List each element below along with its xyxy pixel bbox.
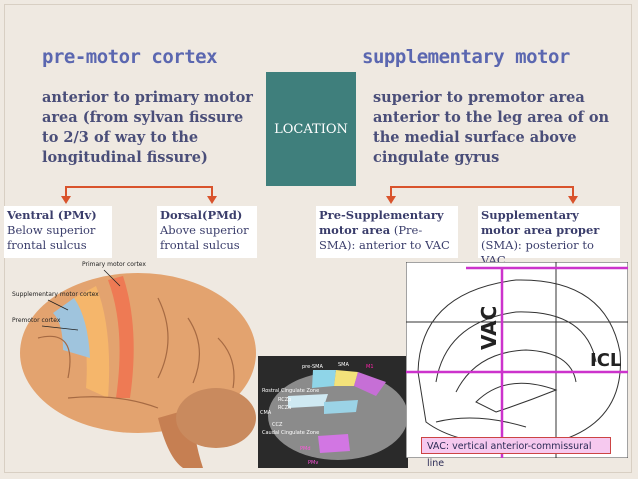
box-pre-sma: Pre-Supplementary motor area (Pre-SMA): … bbox=[316, 206, 458, 258]
mri-gyrus-3 bbox=[435, 417, 527, 428]
medial-label-sma: SMA bbox=[338, 362, 349, 368]
medial-label-rczp: RCZp bbox=[278, 397, 291, 403]
medial-label-m1: M1 bbox=[366, 364, 374, 370]
supplementary-description: superior to premotor area anterior to th… bbox=[373, 89, 610, 166]
arrow-sma bbox=[568, 196, 578, 204]
location-text: LOCATION bbox=[274, 121, 348, 137]
right-branch-line bbox=[390, 186, 574, 198]
box-ventral: Ventral (PMv) Below superior frontal sul… bbox=[4, 206, 112, 258]
left-branch-line bbox=[65, 186, 213, 198]
box-sma: Supplementary motor area proper (SMA): p… bbox=[478, 206, 620, 267]
heading-supplementary: supplementary motor bbox=[362, 46, 570, 68]
arrow-ventral bbox=[61, 196, 71, 204]
location-label: LOCATION bbox=[266, 72, 356, 186]
mri-label-vac: VAC bbox=[477, 306, 501, 350]
region-pmd bbox=[318, 434, 350, 453]
box-ventral-text: Below superior frontal sulcus bbox=[7, 223, 96, 252]
medial-label-ccz: CCZ bbox=[272, 422, 283, 428]
mri-label-icl: ICL bbox=[590, 350, 621, 371]
medial-label-pmd: PMd bbox=[300, 446, 311, 452]
mri-diagram: VAC ICL bbox=[406, 262, 628, 458]
box-pre-sma-title: Pre-Supplementary motor area bbox=[319, 208, 444, 237]
heading-premotor: pre-motor cortex bbox=[42, 46, 218, 68]
box-pre-sma-text: (Pre-SMA): anterior to VAC bbox=[319, 223, 450, 252]
arrow-dorsal bbox=[207, 196, 217, 204]
primary-motor-strip bbox=[108, 276, 134, 398]
supplementary-region bbox=[53, 298, 90, 358]
region-m1 bbox=[354, 372, 386, 396]
box-dorsal-text: Above superior frontal sulcus bbox=[160, 223, 249, 252]
cerebellum-shape bbox=[176, 388, 256, 448]
region-sma bbox=[334, 370, 358, 386]
label-premotor: Premotor cortex bbox=[12, 317, 61, 324]
premotor-description: anterior to primary motor area (from syl… bbox=[42, 89, 253, 166]
arrow-pre-sma bbox=[386, 196, 396, 204]
medial-label-pmv: PMv bbox=[308, 460, 318, 466]
medial-label-rcz: Rostral Cingulate Zone bbox=[262, 388, 319, 394]
medial-label-ccz-full: Caudal Cingulate Zone bbox=[262, 430, 319, 436]
label-supplementary-motor: Supplementary motor cortex bbox=[12, 291, 99, 298]
box-dorsal-title: Dorsal(PMd) bbox=[160, 208, 243, 222]
medial-label-pre-sma: pre-SMA bbox=[302, 364, 323, 370]
box-sma-title: Supplementary motor area proper bbox=[481, 208, 600, 237]
region-ccz bbox=[324, 400, 358, 414]
box-dorsal: Dorsal(PMd) Above superior frontal sulcu… bbox=[157, 206, 257, 258]
mri-gyrus-1 bbox=[435, 311, 597, 383]
region-pre-sma bbox=[312, 370, 336, 388]
label-leader-supplementary bbox=[47, 299, 69, 311]
premotor-region bbox=[74, 286, 110, 398]
medial-label-rcza: RCZa bbox=[278, 405, 291, 411]
medial-cortex-illustration: pre-SMA SMA M1 Rostral Cingulate Zone RC… bbox=[258, 356, 408, 468]
box-ventral-title: Ventral (PMv) bbox=[7, 208, 97, 222]
medial-label-cma: CMA bbox=[260, 410, 272, 416]
region-rcz bbox=[288, 394, 328, 408]
label-primary-motor: Primary motor cortex bbox=[82, 261, 146, 268]
label-leader-premotor bbox=[41, 325, 79, 331]
label-leader-primary bbox=[103, 269, 121, 287]
vac-caption: VAC: vertical anterior-commissural line bbox=[421, 437, 611, 469]
lateral-brain-illustration: Primary motor cortex Supplementary motor… bbox=[12, 261, 256, 468]
